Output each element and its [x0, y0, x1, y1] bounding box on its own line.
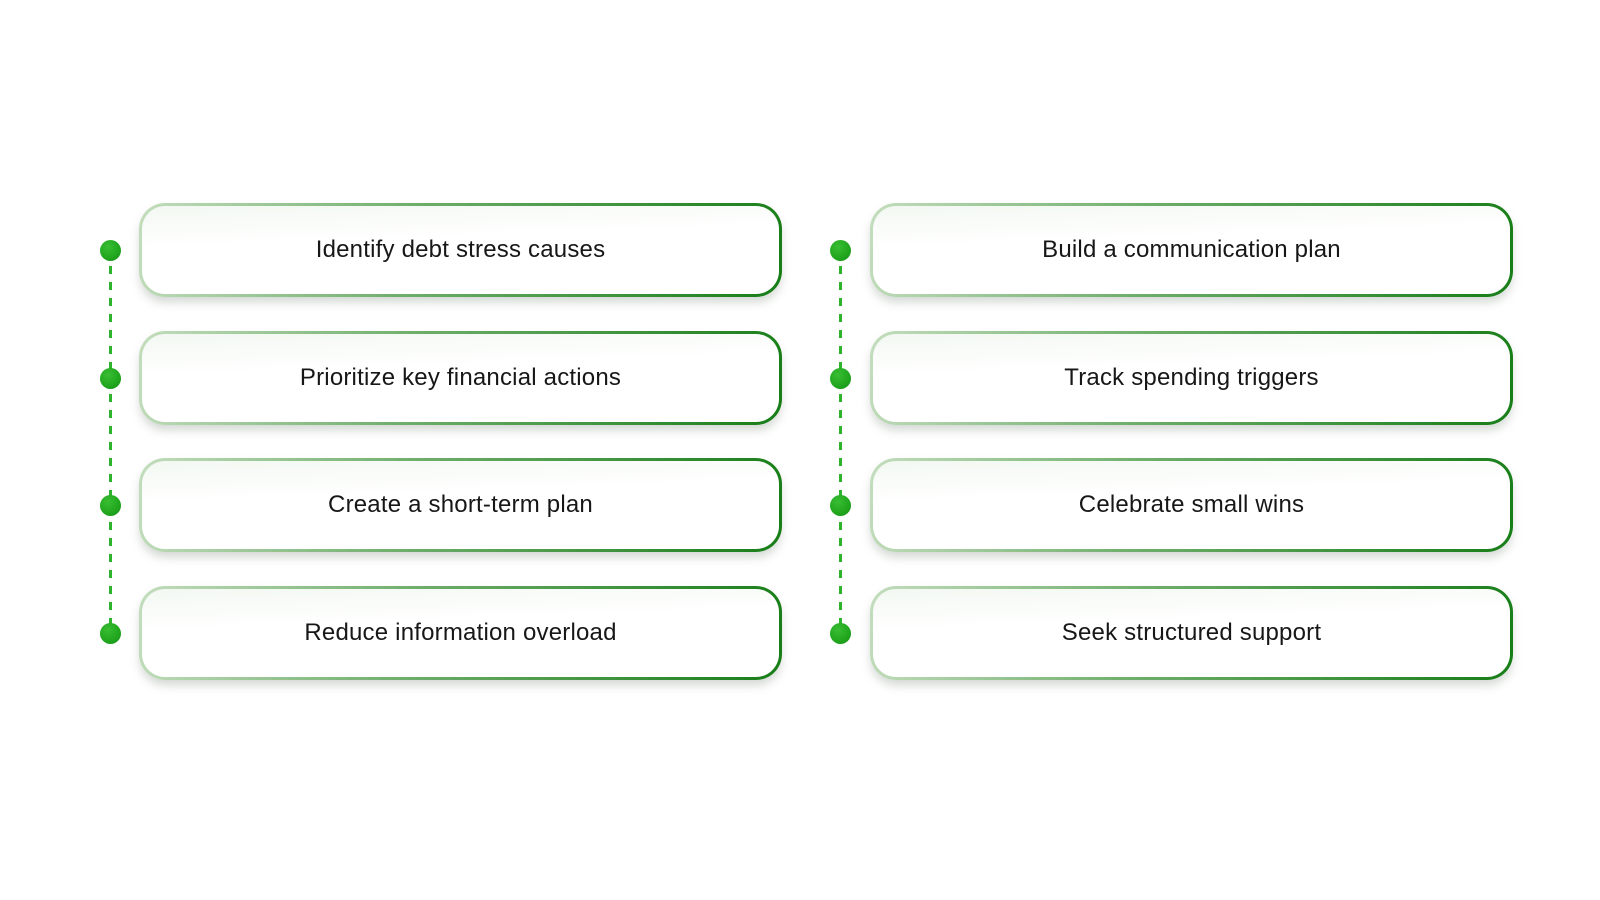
timeline-dot — [100, 368, 121, 389]
timeline-dot — [830, 368, 851, 389]
step-label: Build a communication plan — [1042, 236, 1341, 263]
step-box-inner: Track spending triggers — [873, 334, 1510, 422]
step-box-inner: Prioritize key financial actions — [142, 334, 779, 422]
step-label: Seek structured support — [1061, 619, 1322, 646]
step-label: Prioritize key financial actions — [299, 364, 622, 391]
step-box-inner: Celebrate small wins — [873, 461, 1510, 549]
step-box: Track spending triggers — [870, 331, 1513, 425]
step-box-inner: Build a communication plan — [873, 206, 1510, 294]
timeline-connector — [839, 250, 842, 633]
step-label: Create a short-term plan — [328, 491, 593, 518]
step-box: Prioritize key financial actions — [139, 331, 782, 425]
step-box: Create a short-term plan — [139, 458, 782, 552]
step-box-inner: Create a short-term plan — [142, 461, 779, 549]
step-label: Track spending triggers — [1064, 364, 1319, 391]
step-box: Seek structured support — [870, 586, 1513, 680]
timeline-dot — [100, 495, 121, 516]
step-label: Identify debt stress causes — [315, 236, 606, 263]
timeline-dot — [830, 240, 851, 261]
timeline-dot — [100, 240, 121, 261]
timeline-dot — [100, 623, 121, 644]
step-box-inner: Reduce information overload — [142, 589, 779, 677]
step-label: Reduce information overload — [304, 619, 617, 646]
timeline-dot — [830, 495, 851, 516]
step-box-inner: Seek structured support — [873, 589, 1510, 677]
step-box: Reduce information overload — [139, 586, 782, 680]
step-label: Celebrate small wins — [1078, 491, 1305, 518]
step-box: Build a communication plan — [870, 203, 1513, 297]
step-box: Celebrate small wins — [870, 458, 1513, 552]
timeline-connector — [109, 250, 112, 633]
timeline-dot — [830, 623, 851, 644]
step-box: Identify debt stress causes — [139, 203, 782, 297]
step-box-inner: Identify debt stress causes — [142, 206, 779, 294]
